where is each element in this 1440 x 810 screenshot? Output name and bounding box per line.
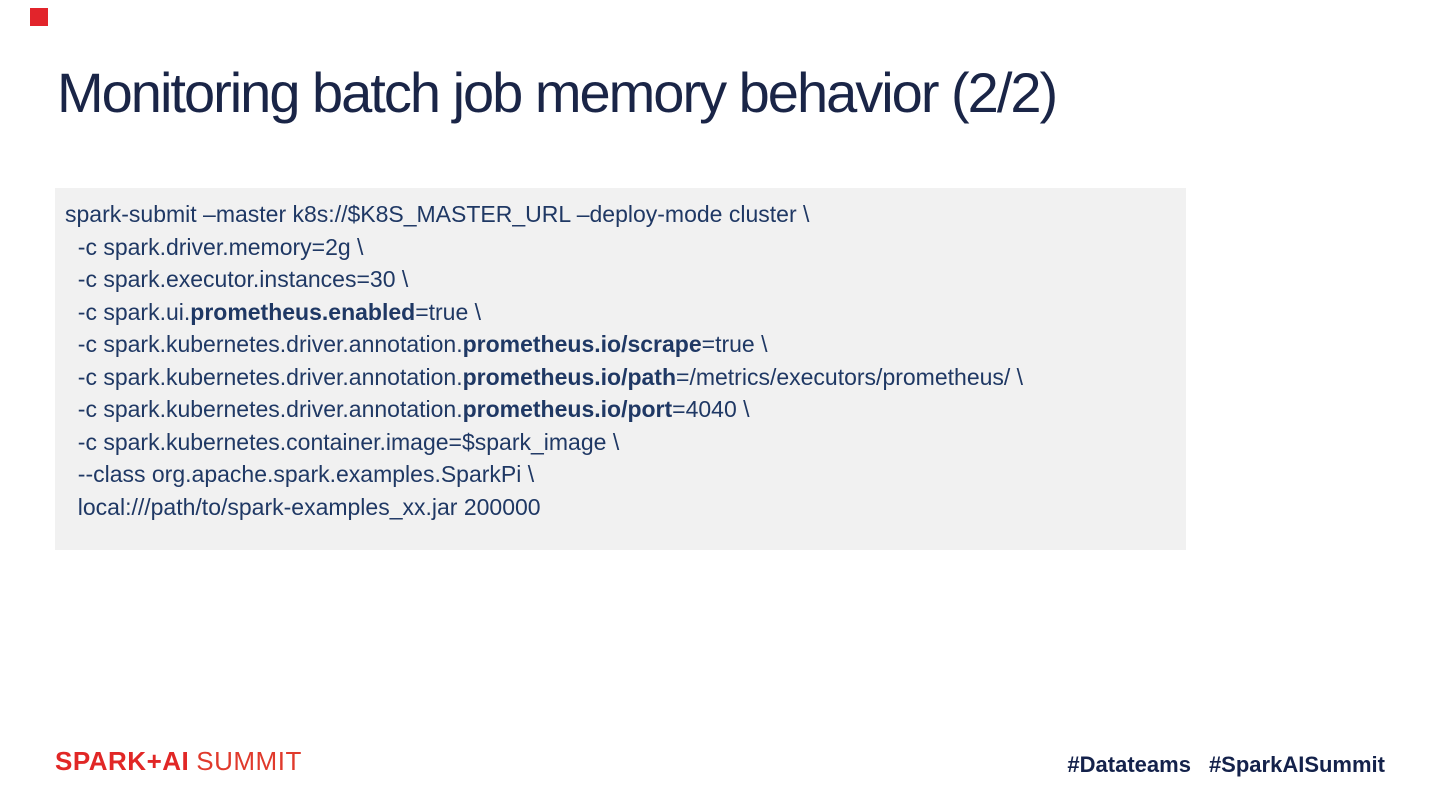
code-line: spark-submit –master k8s://$K8S_MASTER_U… bbox=[65, 201, 810, 227]
logo-text-summit: SUMMIT bbox=[196, 746, 302, 776]
code-line: -c spark.kubernetes.driver.annotation.pr… bbox=[65, 363, 1024, 390]
hashtag-datateams: #Datateams bbox=[1067, 752, 1191, 777]
logo-text-spark-ai: SPARK+AI bbox=[55, 746, 190, 776]
spark-submit-code-block: spark-submit –master k8s://$K8S_MASTER_U… bbox=[55, 188, 1186, 550]
brand-accent-square bbox=[30, 8, 48, 26]
code-line: -c spark.kubernetes.driver.annotation.pr… bbox=[65, 396, 750, 422]
code-line: local:///path/to/spark-examples_xx.jar 2… bbox=[65, 493, 541, 520]
footer-hashtags: #Datateams #SparkAISummit bbox=[1067, 752, 1385, 778]
code-line: -c spark.kubernetes.driver.annotation.pr… bbox=[65, 331, 768, 357]
code-line: -c spark.ui.prometheus.enabled=true \ bbox=[65, 298, 482, 325]
code-line: --class org.apache.spark.examples.SparkP… bbox=[65, 461, 535, 487]
code-line: -c spark.driver.memory=2g \ bbox=[65, 233, 364, 260]
slide-title: Monitoring batch job memory behavior (2/… bbox=[57, 61, 1058, 124]
code-line: -c spark.kubernetes.container.image=$spa… bbox=[65, 428, 620, 455]
hashtag-sparkaisummit: #SparkAISummit bbox=[1208, 752, 1385, 777]
code-line: -c spark.executor.instances=30 \ bbox=[65, 266, 409, 292]
